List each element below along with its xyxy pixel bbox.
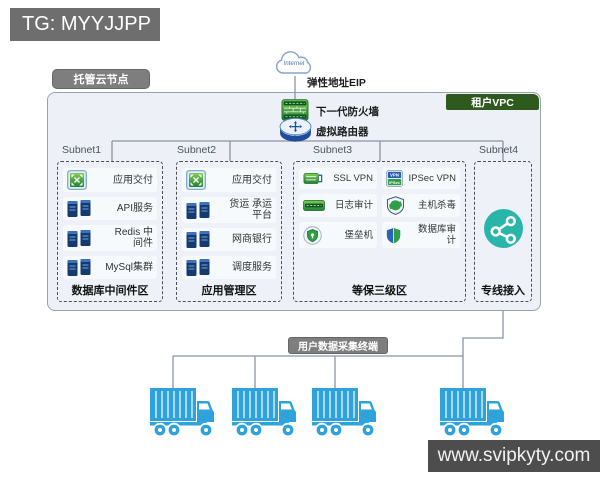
eip-label: 弹性地址EIP — [307, 77, 366, 89]
zone-label: 等保三级区 — [352, 285, 407, 297]
service-row: 货运 承运平台 — [182, 197, 276, 223]
subnet2-box: 应用交付 货运 承运平台 网商银行 调度服务 应用管理区 — [176, 161, 282, 302]
tg-banner: TG: MYYJJPP — [10, 8, 160, 41]
dedicated-line-share-icon — [484, 209, 523, 248]
node-badge: 托管云节点 — [52, 69, 150, 89]
service-row: 日志审计 — [299, 194, 377, 217]
subnet2-name: Subnet2 — [177, 144, 217, 156]
subnet3-name: Subnet3 — [313, 144, 353, 156]
zone-label: 专线接入 — [481, 285, 525, 297]
service-label: 堡垒机 — [344, 229, 373, 241]
service-label: Redis 中间件 — [114, 227, 153, 249]
service-row: IPSec VPN — [382, 168, 460, 189]
truck-icon — [150, 384, 218, 438]
truck-icon — [312, 384, 380, 438]
terminal-badge: 用户数据采集终端 — [288, 337, 388, 354]
db-audit-icon — [386, 227, 401, 244]
internet-label: Internet — [284, 60, 305, 67]
app-delivery-icon — [186, 170, 206, 190]
service-row: 应用交付 — [182, 168, 276, 192]
service-row: SSL VPN — [299, 168, 377, 189]
site-banner: www.svipkyty.com — [428, 440, 600, 472]
log-audit-icon — [303, 199, 325, 212]
ssl-vpn-icon — [303, 171, 323, 186]
server-stack-icon — [67, 229, 93, 248]
app-delivery-icon — [67, 170, 87, 190]
service-label: MySql集群 — [105, 262, 153, 273]
service-label: 日志审计 — [334, 200, 373, 211]
zone-label: 数据库中间件区 — [71, 285, 149, 297]
vpc-badge: 租户VPC — [446, 94, 539, 110]
internet-cloud-icon: Internet — [275, 51, 312, 74]
service-row: 网商银行 — [182, 228, 276, 251]
service-label: 网商银行 — [232, 234, 272, 245]
truck-icon — [232, 384, 300, 438]
service-row: MySql集群 — [63, 256, 157, 279]
subnet1-name: Subnet1 — [62, 144, 102, 156]
subnet3-box: SSL VPN IPSec VPN 日志审计 主机杀毒 堡垒机 数据库审计 — [293, 161, 466, 302]
service-label: 应用交付 — [232, 174, 272, 186]
service-row: 应用交付 — [63, 168, 157, 192]
service-row: 主机杀毒 — [382, 194, 460, 217]
zone-label: 应用管理区 — [201, 285, 257, 297]
service-label: SSL VPN — [333, 173, 373, 184]
service-label: 调度服务 — [232, 262, 272, 273]
server-stack-icon — [186, 230, 212, 249]
service-label: IPSec VPN — [408, 173, 456, 184]
service-label: 主机杀毒 — [417, 200, 456, 211]
server-stack-icon — [67, 258, 93, 277]
server-stack-icon — [67, 199, 93, 218]
router-label: 虚拟路由器 — [316, 126, 369, 138]
service-row: 调度服务 — [182, 256, 276, 279]
service-label: 数据库审计 — [417, 224, 456, 246]
service-label: 应用交付 — [113, 174, 153, 186]
server-stack-icon — [186, 258, 212, 277]
service-row: Redis 中间件 — [63, 225, 157, 251]
service-row: 堡垒机 — [299, 222, 377, 248]
firewall-label: 下一代防火墙 — [316, 106, 379, 118]
service-row: API服务 — [63, 197, 157, 220]
bastion-icon — [303, 226, 322, 245]
router-icon — [278, 115, 313, 142]
subnet1-box: 应用交付 API服务 Redis 中间件 MySql集群 数据库中间件区 — [57, 161, 163, 302]
subnet4-name: Subnet4 — [479, 144, 519, 156]
service-label: API服务 — [116, 203, 153, 214]
antivirus-icon — [386, 196, 405, 215]
ipsec-vpn-icon — [386, 170, 403, 187]
truck-icon — [440, 384, 508, 438]
service-label: 货运 承运平台 — [229, 199, 272, 221]
service-row: 数据库审计 — [382, 222, 460, 248]
server-stack-icon — [186, 201, 212, 220]
